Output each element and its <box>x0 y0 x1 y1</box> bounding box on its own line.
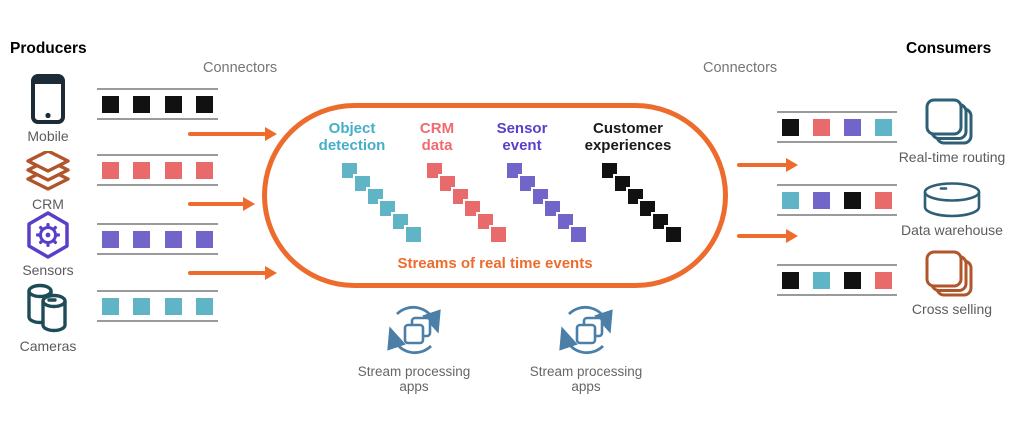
bubble-caption: Streams of real time events <box>397 255 593 272</box>
consumer-stream-crossell <box>777 264 897 296</box>
arrowhead-icon <box>243 197 255 211</box>
event-square-black <box>102 95 119 113</box>
event-square-teal <box>875 118 892 136</box>
event-square-teal <box>404 225 423 244</box>
event-square-black <box>782 271 799 289</box>
event-square-teal <box>782 191 799 209</box>
connector-arrow-right-1 <box>737 158 798 172</box>
connector-arrow-left-2 <box>188 197 255 211</box>
producer-label: Sensors <box>22 262 74 278</box>
event-cascade-sensor-event <box>505 161 589 245</box>
event-square-red <box>102 161 119 179</box>
event-square-black <box>133 95 151 113</box>
event-square-purple <box>569 225 588 244</box>
arrowhead-icon <box>786 229 798 243</box>
connector-arrow-right-2 <box>737 229 798 243</box>
event-square-teal <box>133 297 151 315</box>
event-square-red <box>875 271 892 289</box>
producer-sensors: Sensors <box>14 211 82 278</box>
consumer-realtime-routing: Real-time routing <box>888 98 1016 165</box>
consumer-label: Real-time routing <box>898 149 1006 165</box>
event-cascade-customer-experiences <box>600 161 684 245</box>
topic-label-sensor-event: Sensor event <box>496 120 548 154</box>
smartphone-icon <box>31 74 65 124</box>
event-square-teal <box>195 297 213 315</box>
event-square-purple <box>102 230 119 248</box>
event-square-black <box>164 95 182 113</box>
connector-arrow-left-1 <box>188 127 277 141</box>
consumers-heading: Consumers <box>906 40 992 57</box>
event-streams-bubble <box>262 103 728 288</box>
consumer-label: Cross selling <box>911 301 993 317</box>
event-square-black <box>664 225 683 244</box>
arrowhead-icon <box>265 127 277 141</box>
event-cascade-crm-data <box>425 161 509 245</box>
producer-label: Mobile <box>27 128 69 144</box>
producer-label: CRM <box>32 196 64 212</box>
consumer-data-warehouse: Data warehouse <box>888 181 1016 238</box>
stream-processor-label: Stream processing apps <box>357 364 471 394</box>
event-square-purple <box>813 191 830 209</box>
producer-cameras: Cameras <box>14 281 82 354</box>
stream-processor-label: Stream processing apps <box>529 364 643 394</box>
stream-processor-2: Stream processing apps <box>520 302 652 394</box>
event-square-black <box>844 191 861 209</box>
topic-label-object-detection: Object detection <box>318 120 386 154</box>
camera-storage-icon <box>27 283 67 333</box>
event-square-red <box>164 161 182 179</box>
connector-arrow-left-3 <box>188 266 277 280</box>
producers-heading: Producers <box>10 40 87 57</box>
stacked-pages-icon <box>925 250 973 297</box>
topic-label-crm-data: CRM data <box>419 120 455 154</box>
event-square-teal <box>102 297 119 315</box>
event-square-teal <box>813 271 830 289</box>
stream-processing-icon <box>387 305 441 355</box>
gear-hexagon-icon <box>27 211 69 259</box>
connectors-label-left: Connectors <box>203 60 278 76</box>
event-square-teal <box>164 297 182 315</box>
producer-stream-cameras <box>97 290 218 322</box>
producer-stream-sensors <box>97 223 218 255</box>
consumer-stream-routing <box>777 111 897 143</box>
event-square-purple <box>844 118 861 136</box>
layers-icon <box>26 151 70 191</box>
event-square-purple <box>195 230 213 248</box>
consumer-label: Data warehouse <box>901 222 1003 238</box>
event-square-purple <box>164 230 182 248</box>
event-square-red <box>133 161 151 179</box>
event-square-red <box>195 161 213 179</box>
event-square-black <box>195 95 213 113</box>
consumer-stream-warehouse <box>777 184 897 216</box>
producer-stream-mobile <box>97 88 218 120</box>
event-cascade-object-detection <box>340 161 424 245</box>
stream-processor-1: Stream processing apps <box>348 302 480 394</box>
event-square-red <box>813 118 830 136</box>
event-square-purple <box>133 230 151 248</box>
producer-label: Cameras <box>19 338 77 354</box>
connectors-label-right: Connectors <box>703 60 778 76</box>
consumer-cross-selling: Cross selling <box>888 250 1016 317</box>
topic-label-customer-experiences: Customer experiences <box>584 120 672 154</box>
database-cylinder-icon <box>923 182 981 218</box>
event-square-red <box>489 225 508 244</box>
event-square-red <box>875 191 892 209</box>
arrowhead-icon <box>265 266 277 280</box>
event-square-black <box>844 271 861 289</box>
event-square-black <box>782 118 799 136</box>
stream-processing-icon <box>559 305 613 355</box>
producer-crm: CRM <box>14 151 82 212</box>
stacked-pages-icon <box>925 98 973 145</box>
producer-mobile: Mobile <box>14 73 82 144</box>
arrowhead-icon <box>786 158 798 172</box>
producer-stream-crm <box>97 154 218 186</box>
